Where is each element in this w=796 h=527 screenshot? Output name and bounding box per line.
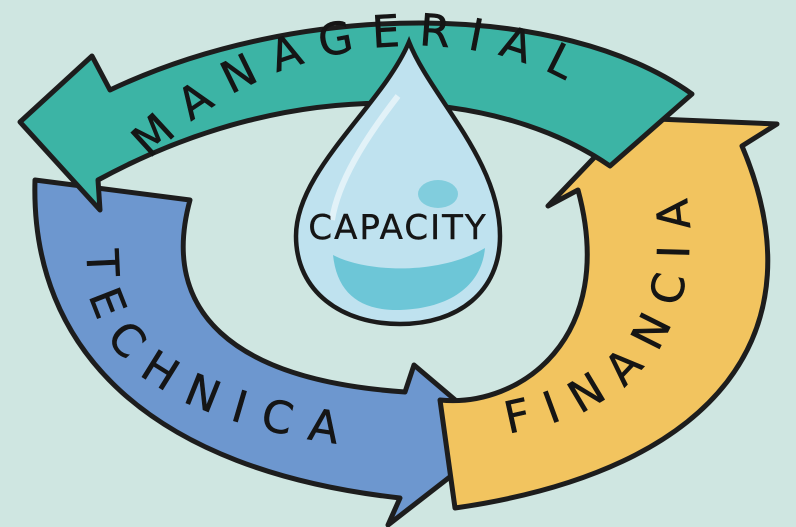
drop-highlight [329, 94, 401, 221]
capacity-label: CAPACITY [308, 208, 487, 248]
financial-arrow [437, 115, 780, 511]
managerial-arrow [17, 20, 695, 213]
water-drop: CAPACITY [293, 36, 503, 327]
technical-arrow [32, 177, 503, 527]
